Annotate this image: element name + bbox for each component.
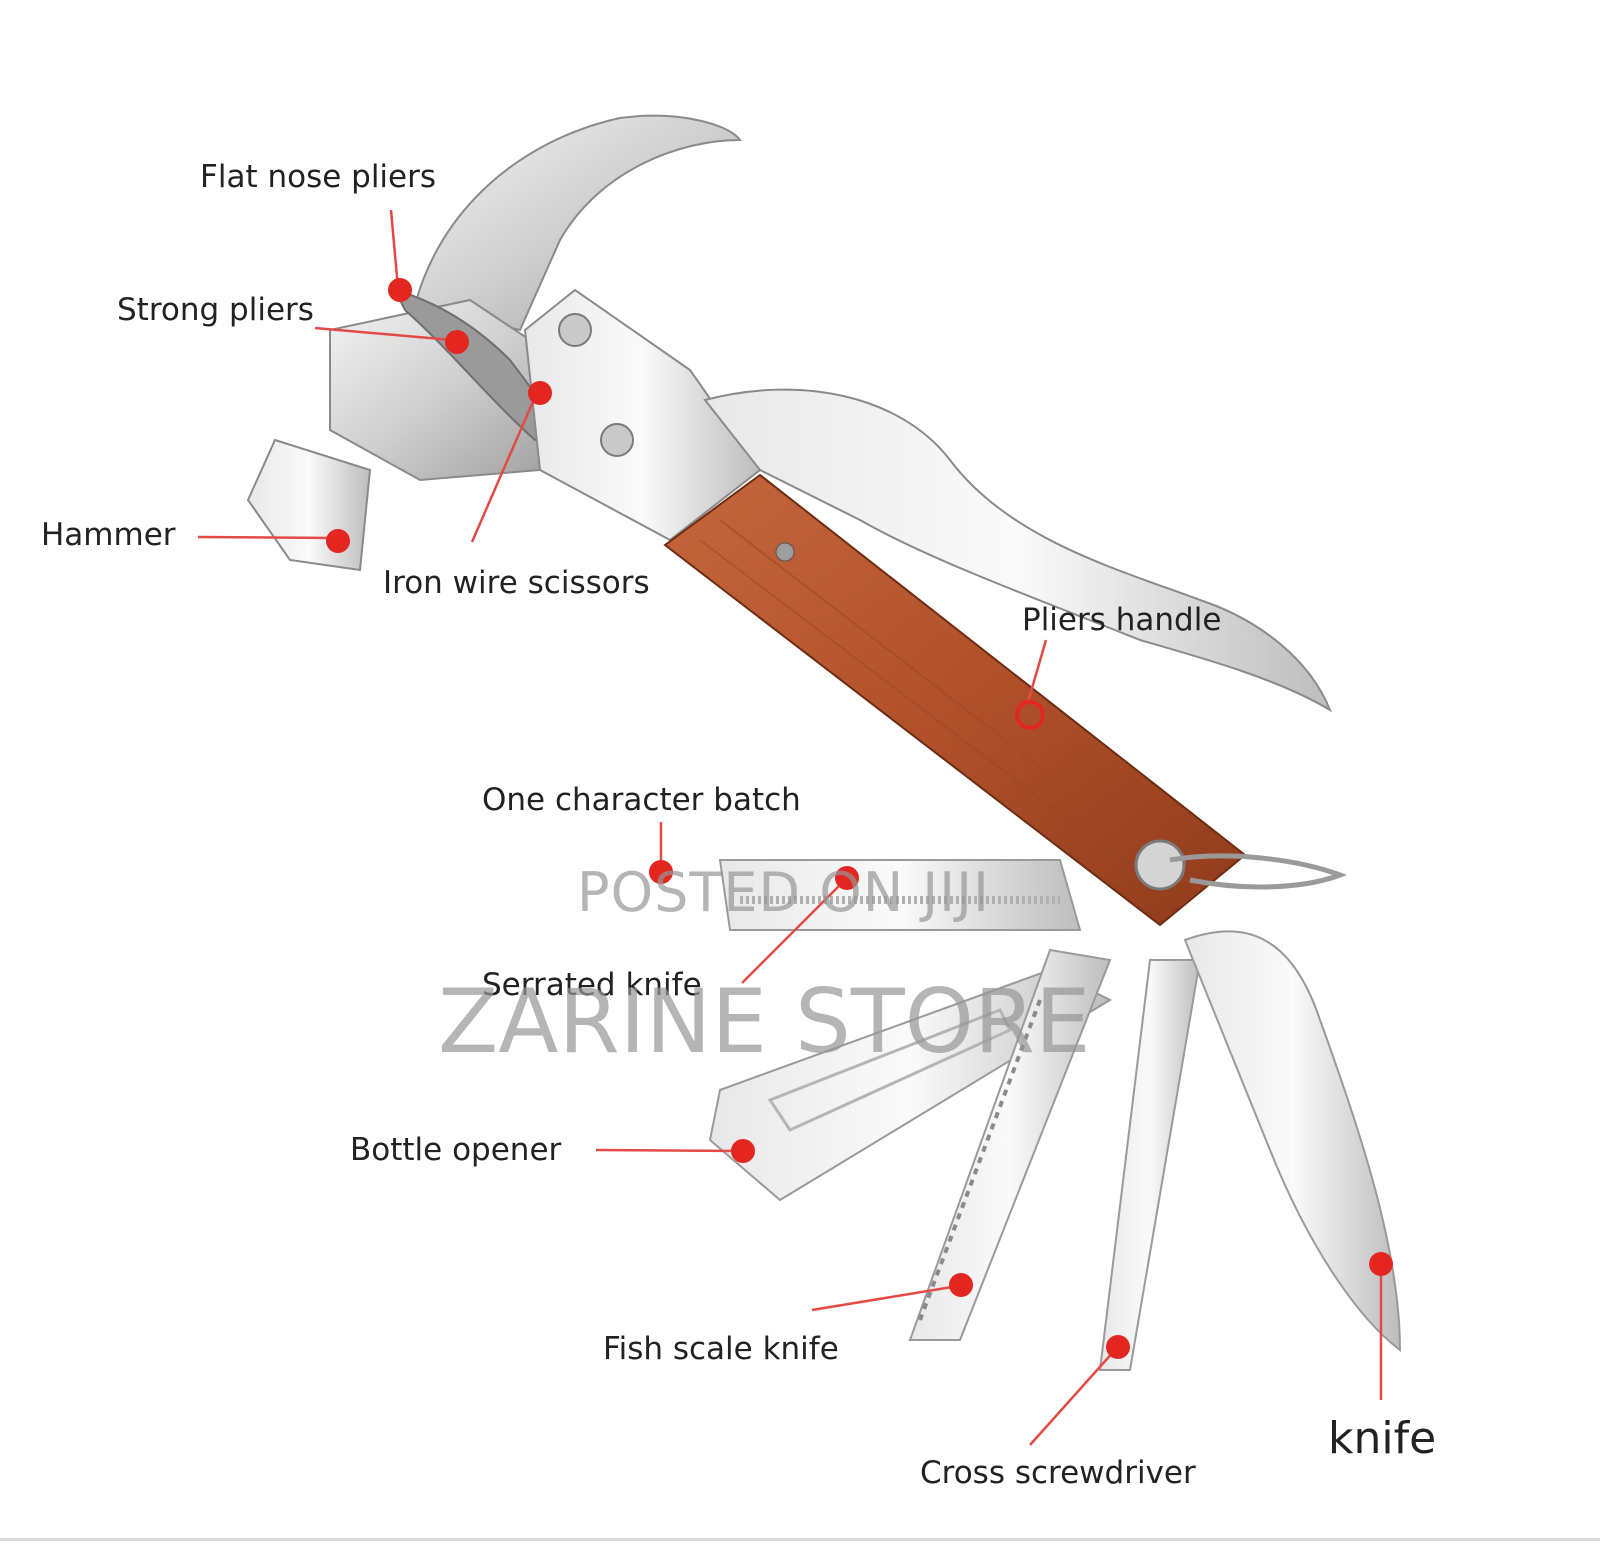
marker-iron-wire-scissors	[528, 381, 552, 405]
rivet-top	[558, 313, 592, 347]
label-flat-nose-pliers: Flat nose pliers	[200, 159, 437, 195]
marker-strong-pliers	[445, 330, 469, 354]
leader-fish-scale-knife	[811, 1284, 959, 1312]
watermark-posted-on: POSTED ON JIJI	[577, 861, 990, 924]
leader-bottle-opener	[595, 1148, 741, 1153]
label-serrated-knife: Serrated knife	[482, 967, 702, 1003]
handle-pin	[775, 542, 795, 562]
callout-markers	[326, 278, 1393, 1359]
marker-fish-scale-knife	[949, 1273, 973, 1297]
label-fish-scale-knife: Fish scale knife	[603, 1331, 839, 1367]
leader-cross-screwdriver	[1029, 1349, 1116, 1446]
bottom-divider	[0, 1538, 1600, 1541]
label-cross-screwdriver: Cross screwdriver	[920, 1455, 1196, 1491]
marker-flat-nose-pliers	[388, 278, 412, 302]
label-knife: knife	[1328, 1413, 1437, 1464]
leader-serrated-knife	[741, 879, 846, 984]
label-pliers-handle: Pliers handle	[1022, 602, 1222, 638]
watermark-store-name: ZARINE STORE	[438, 970, 1091, 1073]
leader-iron-wire-scissors	[470, 389, 540, 543]
pliers-handle-blade	[703, 388, 1333, 713]
screwdriver-blade	[1098, 959, 1202, 1371]
label-strong-pliers: Strong pliers	[117, 292, 314, 328]
marker-one-character-batch	[649, 860, 673, 884]
marker-serrated-knife	[835, 866, 859, 890]
leader-pliers-handle	[1026, 639, 1048, 703]
fish-scale-knife-blade	[908, 948, 1112, 1341]
label-hammer: Hammer	[41, 517, 176, 553]
knife-blade	[1183, 930, 1402, 1353]
label-iron-wire-scissors: Iron wire scissors	[383, 565, 650, 601]
marker-bottle-opener	[731, 1139, 755, 1163]
label-one-character-batch: One character batch	[482, 782, 801, 818]
leader-strong-pliers	[314, 326, 453, 342]
leader-lines	[197, 209, 1383, 1446]
keyring-rivet	[1134, 839, 1186, 891]
pliers-jaws	[393, 288, 557, 442]
marker-pliers-handle	[1015, 700, 1045, 730]
marker-hammer	[326, 529, 350, 553]
leader-hammer	[197, 535, 337, 540]
hammer-claw	[413, 114, 742, 332]
rivet-bottom	[600, 423, 634, 457]
leader-flat-nose-pliers	[389, 209, 400, 289]
label-bottle-opener: Bottle opener	[350, 1132, 562, 1168]
marker-knife	[1369, 1252, 1393, 1276]
keyring	[1169, 853, 1348, 890]
marker-cross-screwdriver	[1106, 1335, 1130, 1359]
hammer-face	[246, 438, 372, 572]
serrated-knife-blade	[718, 859, 1082, 931]
